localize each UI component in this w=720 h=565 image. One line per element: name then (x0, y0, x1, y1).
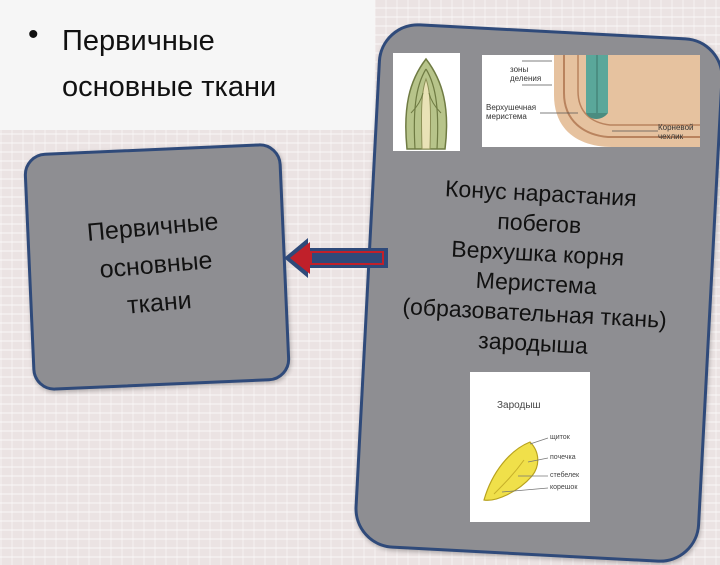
title-bullet: • (28, 18, 39, 51)
embryo-label-2: почечка (550, 454, 576, 461)
root-label-cap-1: Корневой (658, 123, 694, 132)
root-label-cap-2: чехлик (658, 132, 684, 141)
root-label-zone-2: деления (510, 74, 542, 83)
right-card-label: Конус нарастания побегов Верхушка корня … (374, 170, 701, 366)
embryo-drawing (483, 437, 549, 501)
embryo-label-3: стебелек (550, 472, 580, 479)
root-label-apex-1: Верхушечная (486, 103, 537, 112)
left-arrow (284, 238, 388, 278)
embryo-label-4: корешок (550, 484, 578, 491)
root-label-apex-2: меристема (486, 112, 527, 121)
left-card-label: Первичные основные ткани (61, 200, 250, 329)
embryo-title: Зародыш (497, 400, 541, 411)
root-tip-drawing (522, 55, 700, 147)
embryo-image: Зародыш щиток почечка стебелек корешок (470, 372, 590, 522)
root-label-apex: Верхушечная меристема (486, 103, 536, 121)
shoot-apex-drawing (405, 57, 448, 150)
shoot-apex-image (393, 53, 460, 151)
root-label-zone: зоны деления (510, 65, 541, 83)
title-line-1: Первичные (62, 25, 215, 57)
title-box: • Первичные основные ткани (0, 0, 375, 130)
root-tip-image: зоны деления Верхушечная меристема Корне… (482, 55, 700, 147)
slide-title: Первичные основные ткани (62, 18, 276, 110)
title-line-2: основные ткани (62, 71, 277, 103)
embryo-label-1: щиток (550, 434, 570, 441)
root-label-zone-1: зоны (510, 65, 529, 74)
root-label-cap: Корневой чехлик (658, 123, 694, 141)
